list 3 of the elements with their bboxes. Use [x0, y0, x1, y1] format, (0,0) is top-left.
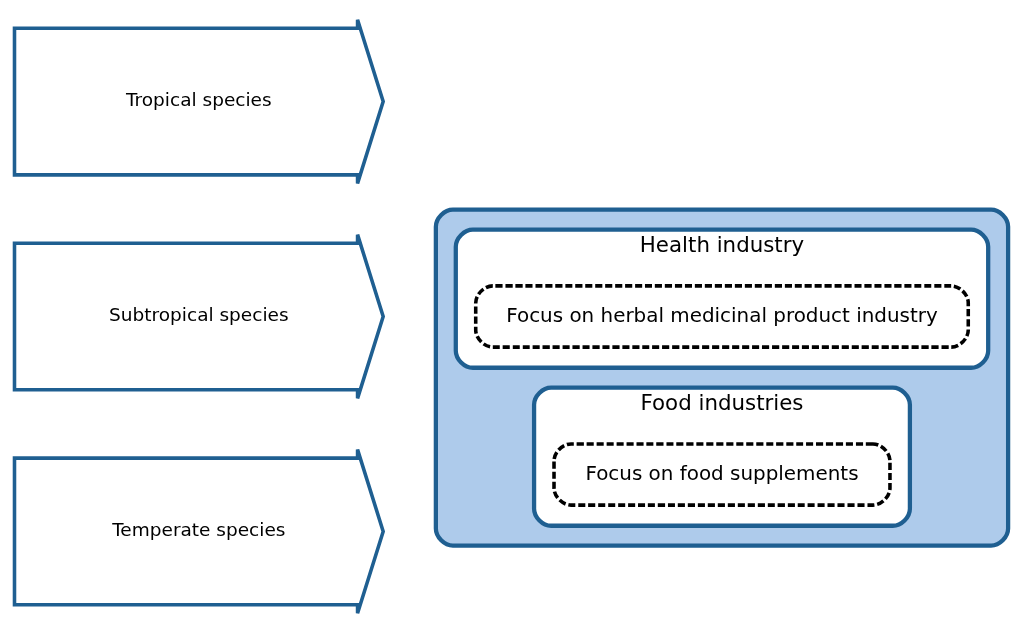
cluster: [433, 207, 1011, 548]
node-box: Focus on herbal medicinal product industry: [473, 283, 971, 349]
node-box: Focus on food supplements: [552, 441, 892, 507]
